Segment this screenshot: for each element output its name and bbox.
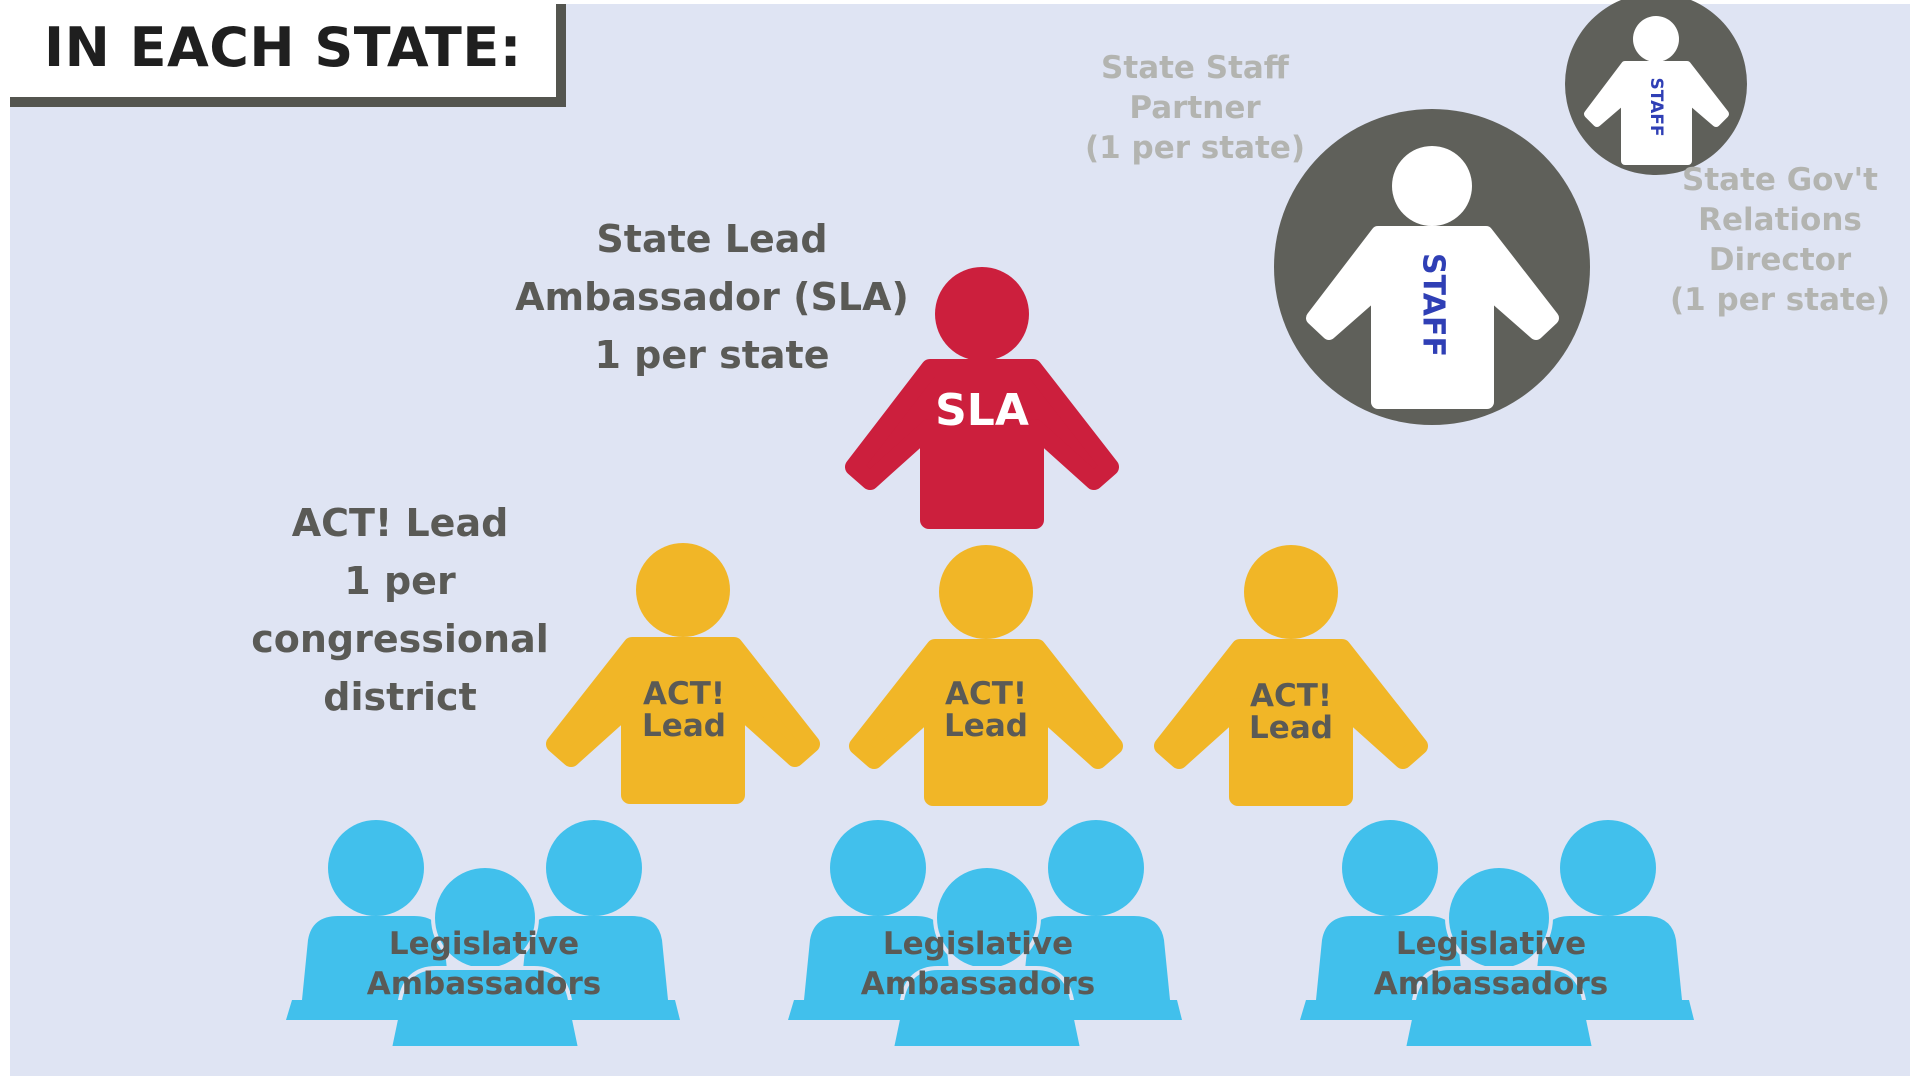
gov-relations-label-line: (1 per state) [1669,282,1891,318]
ambassador-group [286,820,680,1050]
staff-partner-label: State Staff Partner (1 per state) [1060,48,1330,168]
ambassador-label-line1: Legislative [389,926,579,962]
sla-label-line: 1 per state [594,333,830,377]
act-label-line: district [323,675,477,719]
staff-shirt-label: STAFF [1416,253,1451,357]
ambassador-label-line1: Legislative [883,926,1073,962]
act-lead-shirt-line2: Lead [642,708,726,744]
sla-shirt-label: SLA [935,385,1029,436]
title-box: IN EACH STATE: [10,4,566,107]
ambassador-group [788,820,1182,1050]
ambassador-label-line2: Ambassadors [861,966,1095,1002]
act-lead-figure: ACT! Lead [1154,545,1428,806]
sla-label-line: Ambassador (SLA) [515,275,909,319]
act-lead-label: ACT! Lead 1 per congressional district [190,494,610,726]
ambassador-label-line2: Ambassadors [1374,966,1608,1002]
act-lead-shirt-line1: ACT! [945,676,1027,712]
gov-relations-director-icon: STAFF [1565,0,1747,175]
sla-figure: SLA [845,267,1119,529]
staff-partner-label-line: (1 per state) [1084,130,1306,166]
act-lead-shirt-line1: ACT! [1250,678,1332,714]
act-lead-figure: ACT! Lead [546,543,820,804]
sla-label: State Lead Ambassador (SLA) 1 per state [508,210,916,384]
gov-relations-label-line: State Gov't [1682,162,1878,198]
act-lead-shirt-line1: ACT! [643,676,725,712]
act-label-line: ACT! Lead [291,501,509,545]
act-lead-shirt-line2: Lead [1249,710,1333,746]
sla-label-line: State Lead [596,217,828,261]
act-lead-figure: ACT! Lead [849,545,1123,806]
staff-partner-label-line: State Staff [1101,50,1289,86]
staff-small-shirt-label: STAFF [1646,78,1666,137]
gov-relations-label-line: Director [1708,242,1852,278]
gov-relations-label: State Gov't Relations Director (1 per st… [1640,160,1920,320]
ambassador-label-line2: Ambassadors [367,966,601,1002]
act-label-line: 1 per congressional [251,559,549,661]
staff-partner-label-line: Partner [1129,90,1261,126]
staff-partner-icon: STAFF [1274,109,1590,425]
ambassador-group [1300,820,1694,1050]
page-title: IN EACH STATE: [44,16,522,79]
gov-relations-label-line: Relations [1698,202,1862,238]
act-lead-shirt-line2: Lead [944,708,1028,744]
ambassador-label-line1: Legislative [1396,926,1586,962]
